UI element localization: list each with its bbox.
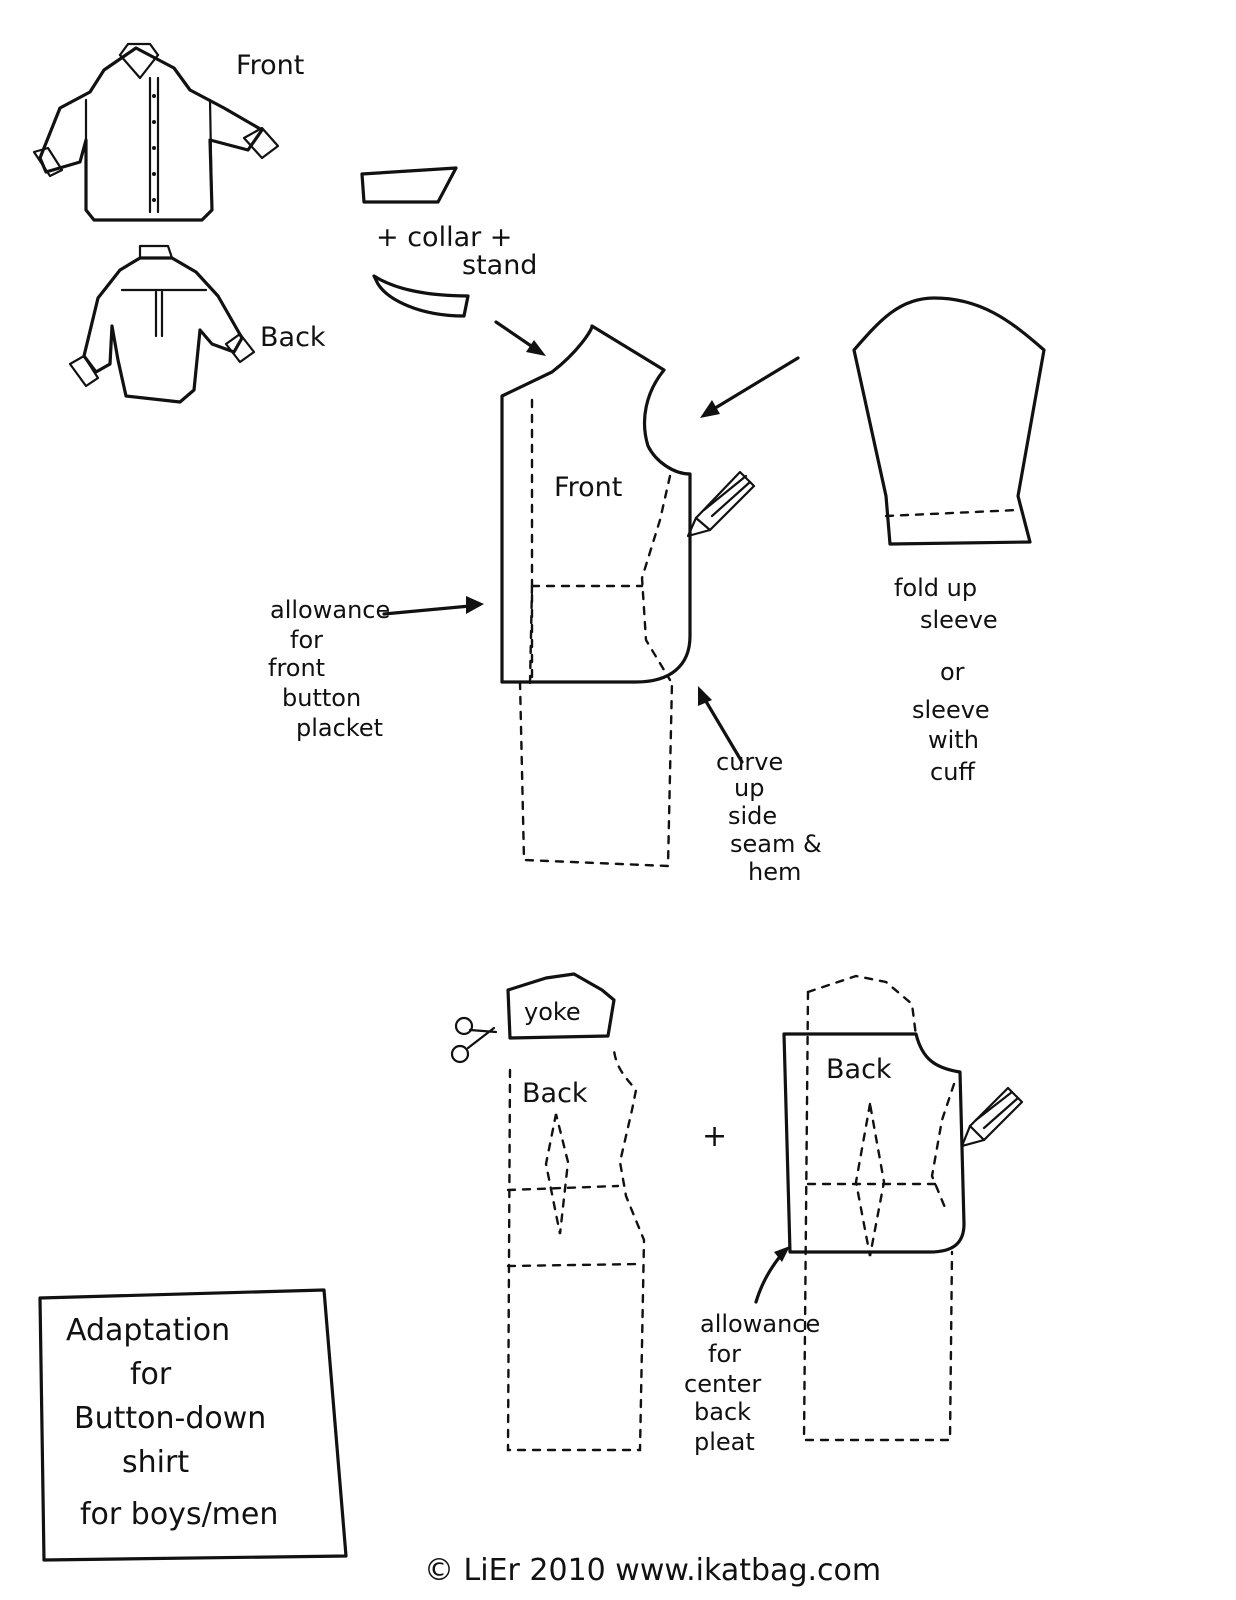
back-left-label: Back [522, 1078, 588, 1109]
collar-stand-piece [372, 274, 470, 318]
curve-label-line5: hem [748, 858, 801, 886]
arrow-allowance-front [382, 596, 484, 616]
collar-label-line2: stand [462, 250, 537, 281]
sleeve-label-line2: sleeve [920, 606, 998, 634]
shirt-back-icon [68, 244, 256, 404]
front-piece-label: Front [554, 472, 622, 503]
arrow-curve-hem [698, 686, 744, 764]
allowance-front-line3: front [268, 654, 325, 682]
front-pattern-piece [500, 324, 692, 868]
allowance-front-line2: for [290, 626, 323, 654]
curve-label-line3: side [728, 802, 777, 830]
shirt-front-icon [32, 42, 280, 222]
yoke-pattern-piece [506, 972, 616, 1040]
allowance-back-line2: for [708, 1340, 741, 1368]
arrow-sleeve-to-armhole [700, 356, 800, 418]
allowance-front-line1: allowance [270, 596, 390, 624]
collar-label-line1: + collar + [376, 222, 512, 253]
curve-label-line2: up [734, 774, 764, 802]
title-line2: for [130, 1357, 172, 1392]
title-line4: shirt [122, 1445, 189, 1480]
allowance-front-line4: button [282, 684, 361, 712]
title-line3: Button-down [74, 1401, 266, 1436]
back-left-pattern-piece [506, 1048, 646, 1452]
plus-sign: + [702, 1119, 727, 1154]
yoke-label: yoke [524, 998, 581, 1026]
sleeve-label-line5: with [928, 726, 979, 754]
sleeve-label-line3: or [940, 658, 965, 686]
copyright-footer: © LiEr 2010 www.ikatbag.com [424, 1553, 881, 1588]
sleeve-label-line1: fold up [894, 574, 977, 602]
sleeve-label-line4: sleeve [912, 696, 990, 724]
curve-label-line1: curve [716, 748, 783, 776]
front-top-label: Front [236, 50, 304, 81]
back-right-label: Back [826, 1054, 892, 1085]
arrow-allowance-back [754, 1246, 790, 1304]
title-line1: Adaptation [66, 1313, 230, 1348]
pencil-icon [686, 470, 756, 538]
back-top-label: Back [260, 322, 326, 353]
allowance-back-line4: back [694, 1398, 751, 1426]
pencil-icon [960, 1086, 1024, 1148]
curve-label-line4: seam & [730, 830, 822, 858]
allowance-back-line1: allowance [700, 1310, 820, 1338]
title-line5: for boys/men [80, 1497, 278, 1532]
sleeve-pattern-piece [852, 296, 1046, 546]
collar-piece [360, 166, 458, 204]
arrow-collar-to-neckline [494, 320, 546, 356]
scissors-icon [450, 1016, 498, 1064]
allowance-front-line5: placket [296, 714, 383, 742]
allowance-back-line5: pleat [694, 1428, 755, 1456]
sleeve-label-line6: cuff [930, 758, 975, 786]
title-box [38, 1288, 348, 1562]
back-right-pattern-piece [782, 974, 966, 1442]
allowance-back-line3: center [684, 1370, 761, 1398]
